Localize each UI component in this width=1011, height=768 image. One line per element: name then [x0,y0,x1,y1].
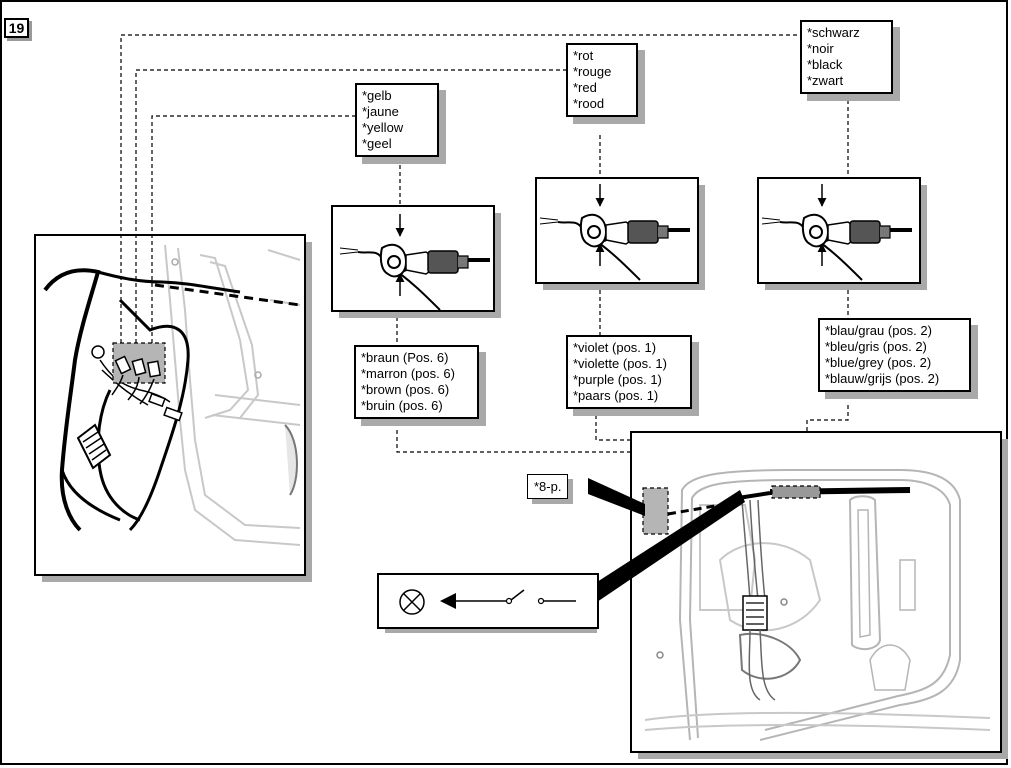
tap-detail-yellow [331,205,501,318]
label-line: *zwart [807,73,844,88]
arrow-icon [440,593,456,609]
label-line: *marron (pos. 6) [361,366,455,381]
connector-8-pin-label: *8-p. [527,474,569,499]
label-line: *violet (pos. 1) [573,340,657,355]
label-bluegrey-wire: *blau/grau (pos. 2) *bleu/gris (pos. 2) … [818,318,971,392]
label-yellow-wire: *gelb *jaune *yellow *geel [355,83,439,157]
label-line: *rouge [573,64,612,79]
label-line: *paars (pos. 1) [573,388,659,403]
lamp-symbol-icon [399,589,425,615]
label-line: *black [807,57,843,72]
label-line: *red [573,80,597,95]
tap-detail-black [757,177,927,290]
label-line: *rood [573,96,605,111]
label-line: *rot [573,48,594,63]
label-line: *jaune [362,104,399,119]
label-line: *bleu/gris (pos. 2) [825,339,927,354]
left-vehicle-panel [34,234,312,582]
connector-pointer [588,478,645,516]
label-black-wire: *schwarz *noir *black *zwart [800,20,893,94]
label-line: *blauw/grijs (pos. 2) [825,371,940,386]
label-line: *bruin (pos. 6) [361,398,443,413]
switch-schematic [377,573,599,633]
label-line: *gelb [362,88,392,103]
label-line: *geel [362,136,392,151]
label-line: *violette (pos. 1) [573,356,667,371]
label-line: *noir [807,41,834,56]
label-line: *braun (Pos. 6) [361,350,449,365]
tap-detail-red [535,177,705,290]
label-red-wire: *rot *rouge *red *rood [566,43,638,117]
label-line: *yellow [362,120,404,135]
right-tailgate-panel [630,431,1008,759]
label-violet-wire: *violet (pos. 1) *violette (pos. 1) *pur… [566,335,692,409]
label-line: *brown (pos. 6) [361,382,450,397]
label-line: *purple (pos. 1) [573,372,662,387]
switch-pointer [597,490,745,602]
step-number: 19 [4,18,29,38]
label-line: *schwarz [807,25,860,40]
label-line: *blue/grey (pos. 2) [825,355,932,370]
label-brown-wire: *braun (Pos. 6) *marron (pos. 6) *brown … [354,345,479,419]
switch-symbol-icon [505,589,576,605]
label-line: *blau/grau (pos. 2) [825,323,932,338]
